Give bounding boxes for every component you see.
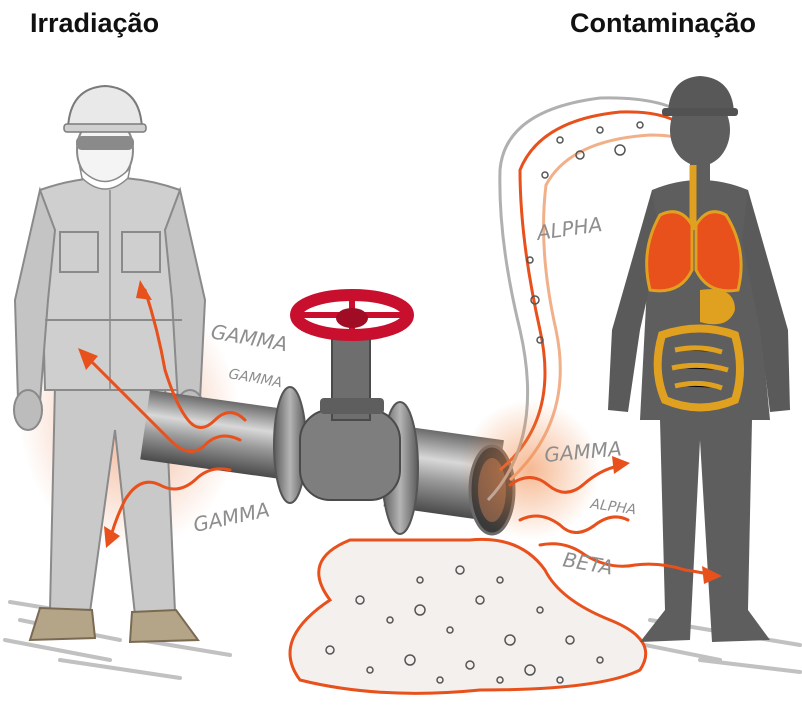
contamination-glow	[460, 400, 600, 540]
label-beta-right: BETA	[561, 547, 615, 579]
label-alpha-right: ALPHA	[588, 496, 637, 518]
left-worker	[14, 86, 240, 642]
